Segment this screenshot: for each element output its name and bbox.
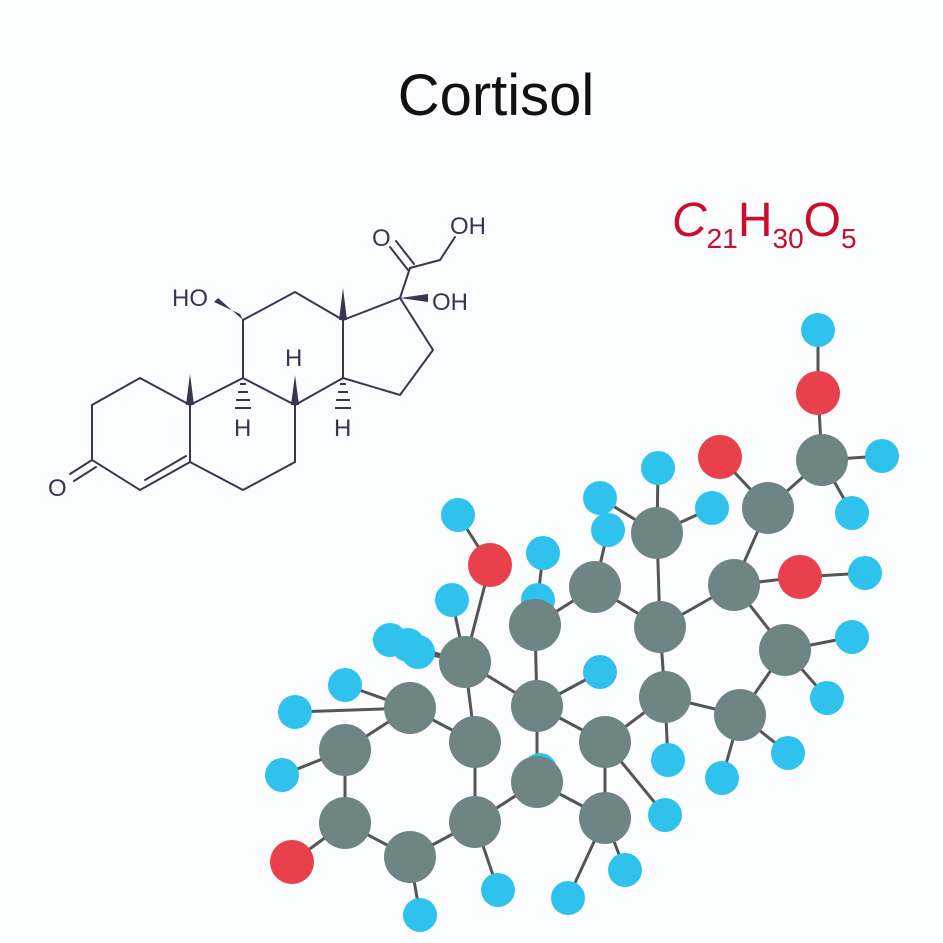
- c17-oh-wedge: [400, 294, 428, 302]
- hydrogen-atom: [835, 496, 869, 530]
- hydrogen-atom: [608, 853, 642, 887]
- hydrogen-atom: [695, 491, 729, 525]
- hydrogen-atom: [835, 620, 869, 654]
- formula-oxygen-count: 5: [841, 223, 857, 254]
- formula-hydrogen-count: 30: [773, 223, 804, 254]
- hydrogen-atom: [865, 439, 899, 473]
- c13-methyl-wedge: [339, 288, 347, 320]
- hydrogen-atom: [481, 873, 515, 907]
- hydrogen-atom: [648, 798, 682, 832]
- hydrogen-atom: [551, 881, 585, 915]
- label-ketone-o: O: [372, 225, 391, 252]
- ring-d: [342, 296, 435, 397]
- carbon-atom: [569, 561, 621, 613]
- carbon-atom: [579, 792, 631, 844]
- carbon-atom: [579, 716, 631, 768]
- carbon-atom: [742, 482, 794, 534]
- c20-c21-bond: [409, 259, 441, 269]
- carbon-atom: [439, 636, 491, 688]
- formula-oxygen: O: [804, 194, 841, 247]
- hydrogen-atom: [583, 655, 617, 689]
- label-ho-c11: HO: [172, 285, 208, 312]
- formula-carbon: C: [672, 194, 707, 247]
- hydrogen-atom: [641, 451, 675, 485]
- carbon-atom: [319, 797, 371, 849]
- c21-oh-bond: [439, 236, 456, 261]
- oxygen-atom: [468, 543, 512, 587]
- ring-a-double-bond: [144, 455, 187, 481]
- carbon-atom: [449, 796, 501, 848]
- carbon-atom: [631, 507, 683, 559]
- stereo-wedges: [186, 288, 428, 405]
- hydrogen-atom: [441, 498, 475, 532]
- c10-methyl-wedge: [186, 374, 194, 405]
- c11-oh-wedge: [214, 298, 243, 320]
- carbon-atom: [319, 724, 371, 776]
- oxygen-atom: [796, 371, 840, 415]
- ring-a: [91, 376, 191, 492]
- carbon-atom: [511, 680, 563, 732]
- carbon-atom: [384, 831, 436, 883]
- carbon-atom: [511, 756, 563, 808]
- label-oh-top: OH: [450, 213, 486, 240]
- formula-hydrogen: H: [738, 194, 773, 247]
- carbon-atom: [796, 434, 848, 486]
- ball-and-stick-model: [265, 313, 899, 932]
- carbon-atom: [708, 559, 760, 611]
- molecular-formula: C21H30O5: [672, 194, 857, 254]
- carbon-atom: [759, 624, 811, 676]
- label-ketone-c3: O: [48, 475, 67, 502]
- hydrogen-atom: [651, 743, 685, 777]
- carbon-atom: [714, 689, 766, 741]
- label-oh-c17: OH: [432, 289, 468, 316]
- hydrogen-atom: [591, 513, 625, 547]
- hydrogen-atom: [801, 313, 835, 347]
- oxygen-atom: [698, 435, 742, 479]
- oxygen-atom: [270, 840, 314, 884]
- hydrogen-atom: [278, 695, 312, 729]
- stereo-hashes: [235, 383, 351, 409]
- page-title: Cortisol: [398, 63, 595, 128]
- hydrogen-atom: [705, 761, 739, 795]
- label-h-c14: H: [334, 415, 351, 442]
- ring-b: [189, 376, 296, 492]
- c3-ketone-bond: [69, 459, 93, 475]
- c17-c20-bond: [399, 267, 411, 299]
- label-h-c9: H: [234, 415, 251, 442]
- skeletal-structure: [69, 236, 456, 492]
- ring-c: [242, 290, 344, 406]
- hydrogen-atom: [328, 668, 362, 702]
- hydrogen-atom: [583, 481, 617, 515]
- skeletal-atom-labels: OH O OH HO H H H O: [48, 213, 486, 502]
- c20-ketone-bond-2: [395, 240, 415, 265]
- formula-carbon-count: 21: [707, 223, 738, 254]
- carbon-atom: [634, 601, 686, 653]
- oxygen-atom: [778, 555, 822, 599]
- hydrogen-atom: [265, 758, 299, 792]
- hydrogen-atom: [771, 736, 805, 770]
- label-h-c8: H: [285, 345, 302, 372]
- hydrogen-atom: [526, 536, 560, 570]
- hydrogen-atom: [403, 898, 437, 932]
- hydrogen-atom: [391, 628, 425, 662]
- c8-h-wedge: [291, 375, 299, 405]
- carbon-atom: [384, 682, 436, 734]
- hydrogen-atom: [435, 583, 469, 617]
- carbon-atom: [449, 716, 501, 768]
- carbon-atom: [639, 671, 691, 723]
- c3-ketone-bond-2: [73, 466, 97, 482]
- hydrogen-atom: [810, 681, 844, 715]
- carbon-atom: [509, 599, 561, 651]
- c20-ketone-bond: [389, 246, 409, 271]
- hydrogen-atom: [848, 556, 882, 590]
